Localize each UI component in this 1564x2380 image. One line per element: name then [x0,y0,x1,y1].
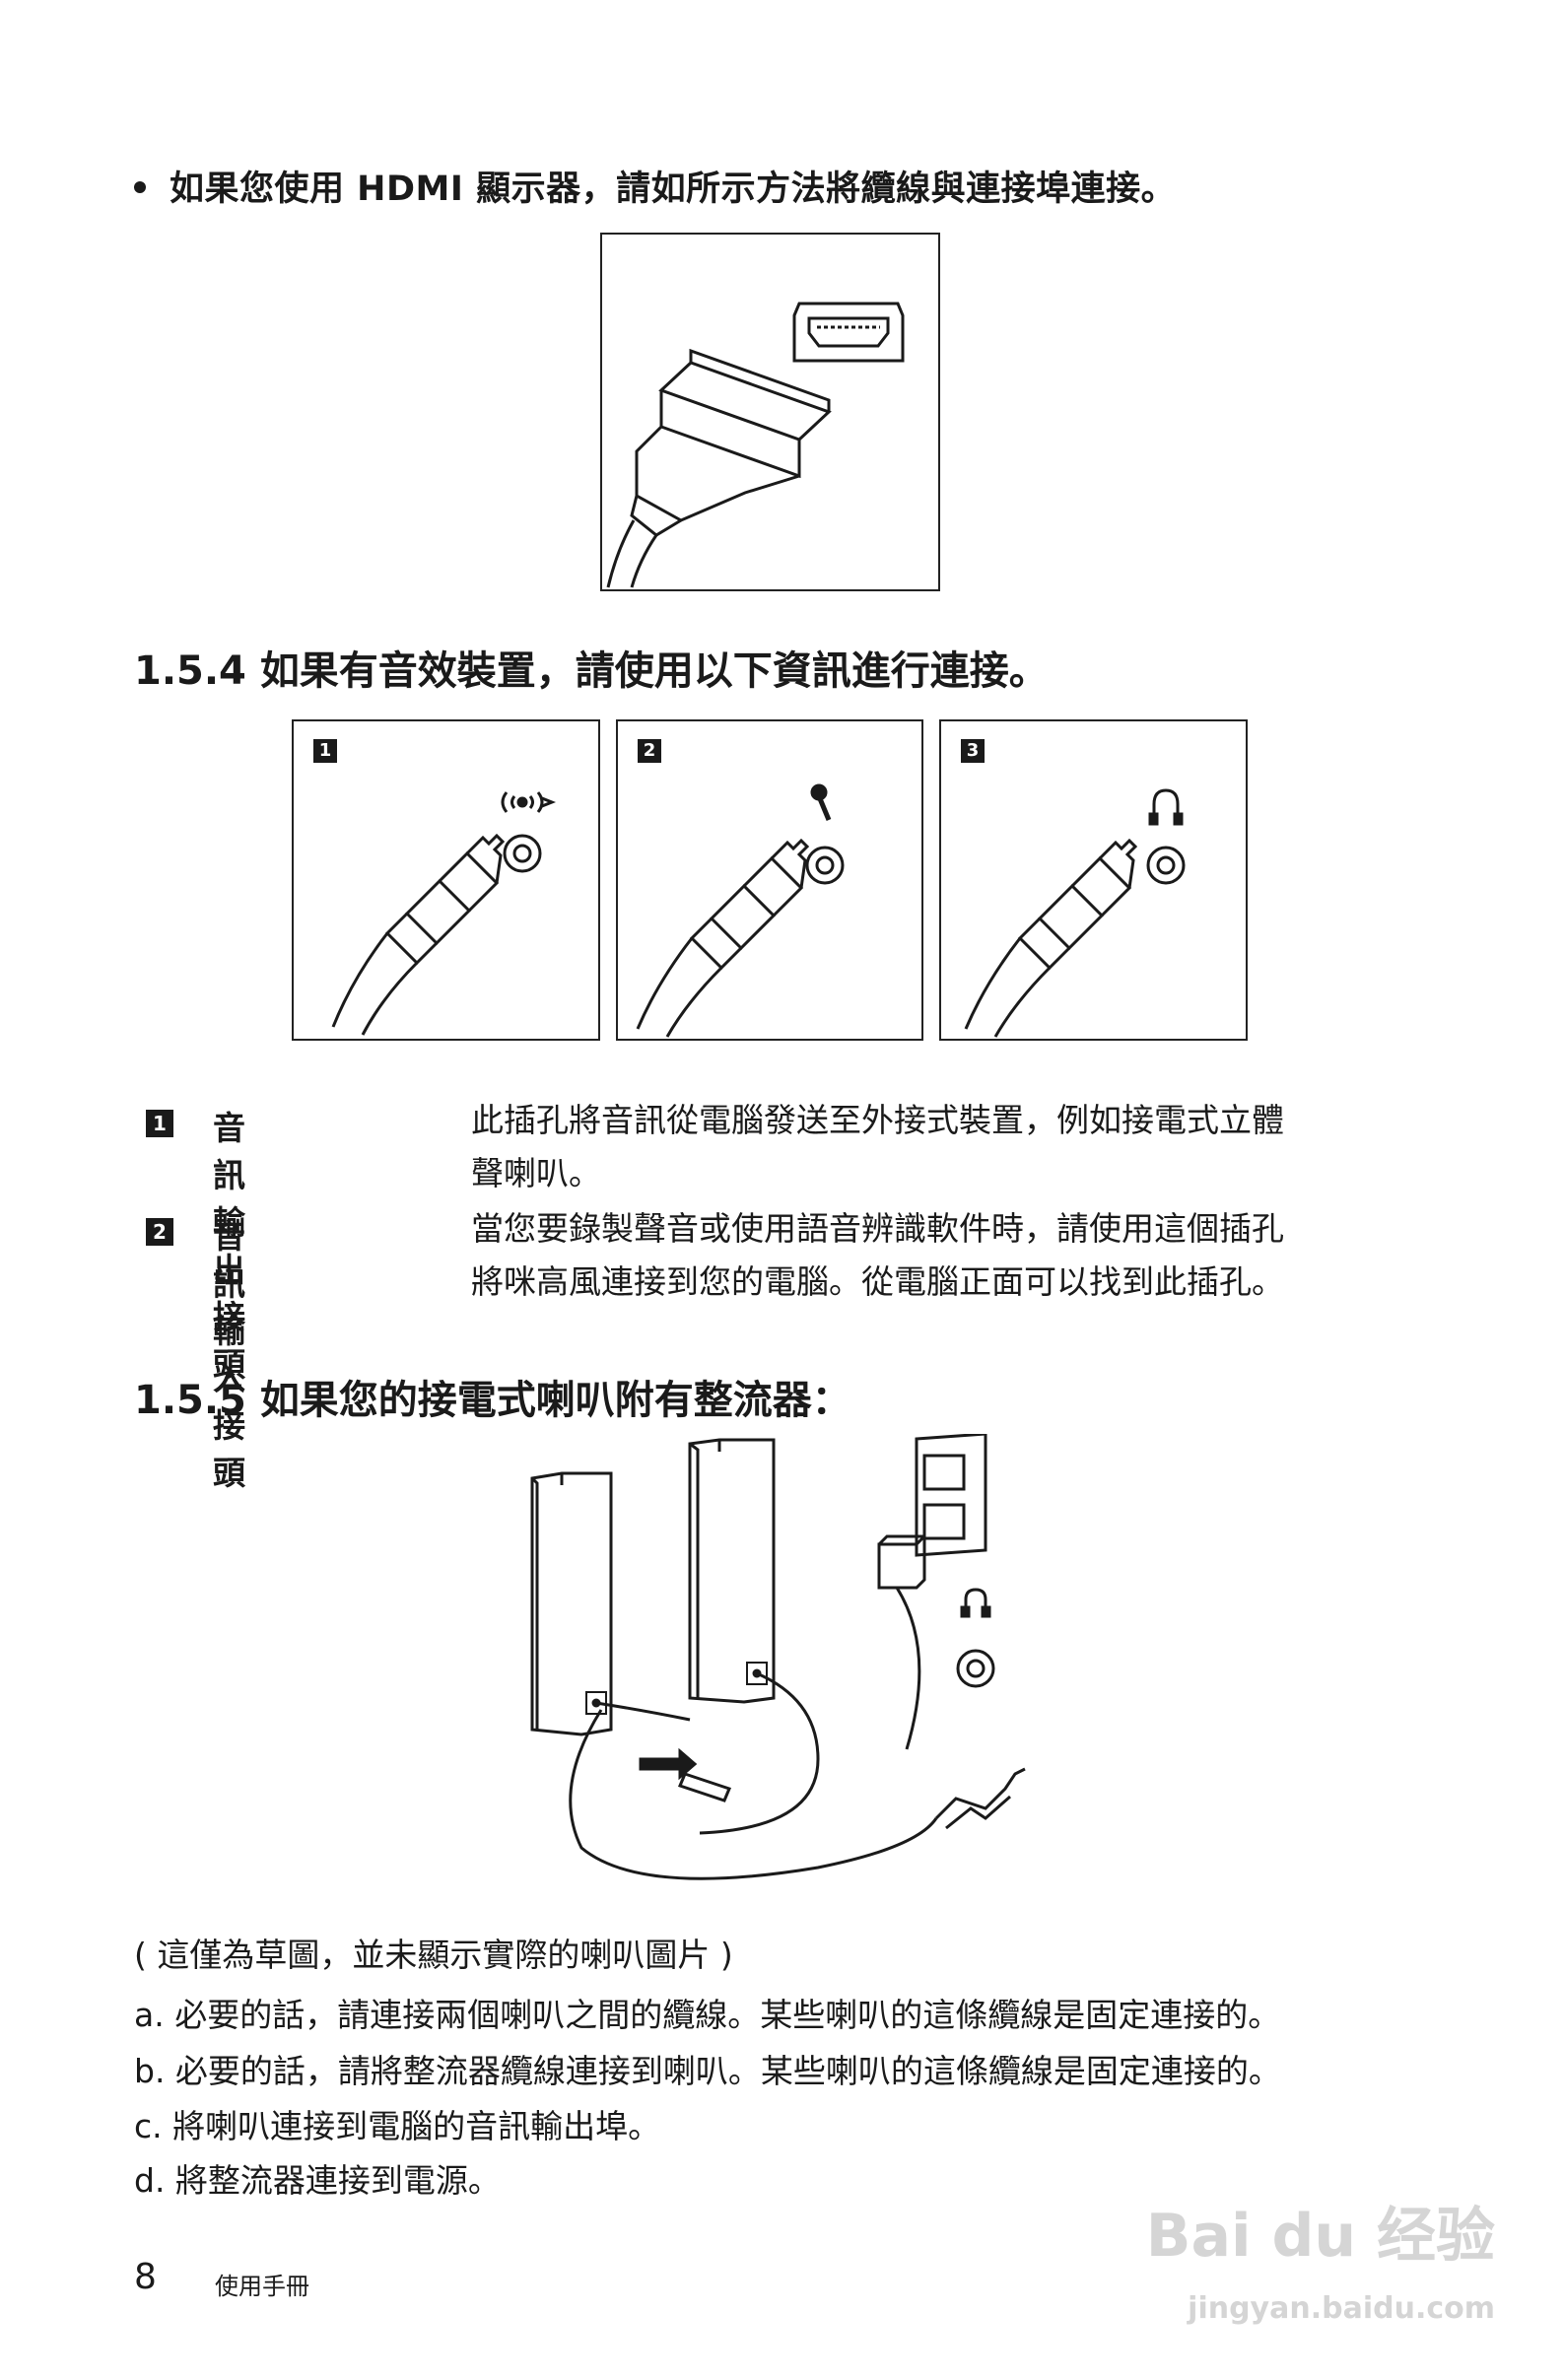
step-a: a. 必要的話，請連接兩個喇叭之間的纜線。某些喇叭的這條纜線是固定連接的。 [134,1996,1281,2034]
audio-out-figure: 1 [292,719,600,1041]
description-term: 音訊輸出接頭 [213,1109,245,1384]
hdmi-bullet-text: 如果您使用 HDMI 顯示器，請如所示方法將纜線與連接埠連接。 [170,170,1177,209]
figure-number: 1 [313,739,337,763]
description-number: 2 [146,1218,173,1246]
headphone-icon [960,1588,991,1618]
step-b: b. 必要的話，請將整流器纜線連接到喇叭。某些喇叭的這條纜線是固定連接的。 [134,2052,1281,2090]
audio-in-figure: 2 [616,719,923,1041]
description-text: 當您要錄製聲音或使用語音辨識軟件時，請使用這個插孔 將咪高風連接到您的電腦。從電… [471,1202,1358,1309]
arrow-icon [639,1747,698,1781]
bullet-icon [134,181,146,193]
description-text: 此插孔將音訊從電腦發送至外接式裝置，例如接電式立體 聲喇叭。 [471,1094,1358,1200]
power-adapter-icon [877,1532,926,1590]
headphone-icon [1148,788,1184,826]
hdmi-figure [600,233,940,591]
description-number: 1 [146,1110,173,1137]
description-line: 當您要錄製聲音或使用語音辨識軟件時，請使用這個插孔 [471,1209,1284,1248]
audio-jack-figure [964,788,1186,1038]
step-d: d. 將整流器連接到電源。 [134,2161,501,2200]
speaker-setup-figure [530,1434,1026,1880]
figure-number: 2 [638,739,661,763]
figure-number: 3 [961,739,985,763]
description-term: 音訊輸入接頭 [213,1217,245,1492]
watermark-logo: Bai du 经验 [1145,2202,1495,2271]
step-c: c. 將喇叭連接到電腦的音訊輸出埠。 [134,2107,661,2145]
audio-jack-figure [636,783,845,1038]
footer-title: 使用手冊 [215,2273,309,2300]
description-line: 將咪高風連接到您的電腦。從電腦正面可以找到此插孔。 [471,1262,1284,1301]
hdmi-bullet: 如果您使用 HDMI 顯示器，請如所示方法將纜線與連接埠連接。 [134,161,1176,211]
hdmi-connector-icon [606,302,905,588]
power-outlet-icon [915,1434,987,1557]
headphone-figure: 3 [939,719,1248,1041]
page-number: 8 [134,2257,157,2297]
section-155-heading: 1.5.5 如果您的接電式喇叭附有整流器： [134,1378,851,1423]
description-line: 聲喇叭。 [471,1154,601,1192]
audio-jack-figure [331,791,557,1036]
left-speaker-icon [530,1471,613,1736]
figure-caption: ( 這僅為草圖，並未顯示實際的喇叭圖片 ) [134,1936,733,1974]
speaker-output-icon [501,791,557,813]
watermark-url: jingyan.baidu.com [1188,2291,1495,2326]
microphone-icon [810,783,832,821]
section-154-heading: 1.5.4 如果有音效裝置，請使用以下資訊進行連接。 [134,648,1049,694]
description-line: 此插孔將音訊從電腦發送至外接式裝置，例如接電式立體 [471,1101,1284,1139]
